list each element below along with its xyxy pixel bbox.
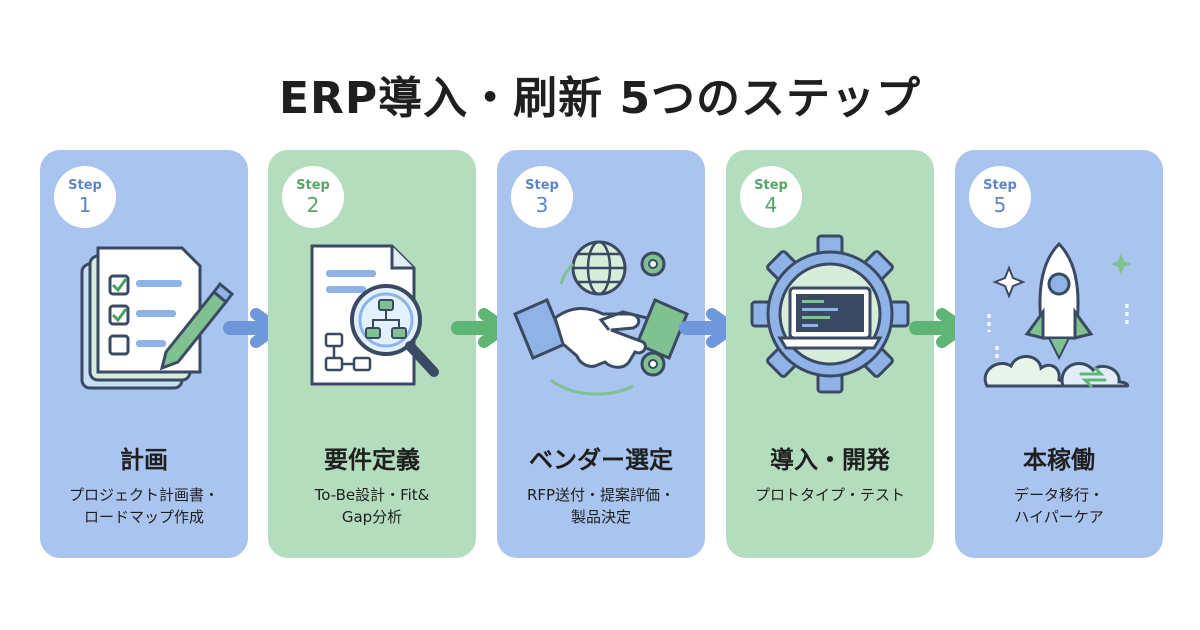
step-card-2: Step 2 要件定義 To-Be設計・Fit&Gap分析 — [268, 150, 476, 558]
step-title: 本稼働 — [1023, 446, 1095, 474]
step-desc-line-1: プロジェクト計画書・ — [68, 486, 219, 504]
step-badge: Step 3 — [511, 166, 573, 228]
step-description: プロジェクト計画書・ロードマップ作成 — [52, 484, 236, 528]
rocket-launch-icon — [983, 241, 1131, 388]
step-number: 2 — [306, 193, 320, 217]
step-number: 3 — [535, 193, 549, 217]
step-number: 5 — [993, 193, 1007, 217]
step-desc-line-2: ハイパーケア — [1014, 508, 1104, 526]
step-desc-line-1: To-Be設計・Fit& — [314, 486, 430, 504]
step-desc-line-1: データ移行・ — [1013, 486, 1104, 504]
step-badge: Step 5 — [969, 166, 1031, 228]
step-label: Step — [983, 178, 1017, 193]
step-title: ベンダー選定 — [529, 446, 673, 474]
step-card-3: Step 3 ベンダー選定 RFP送付・提案評価・製品決定 — [497, 150, 705, 558]
step-badge: Step 4 — [740, 166, 802, 228]
checklist-pencil-icon — [80, 246, 234, 390]
step-card-5: Step 5 本稼働 データ移行・ハイパーケア — [955, 150, 1163, 558]
handshake-globe-icon — [513, 240, 689, 396]
step-description: データ移行・ハイパーケア — [967, 484, 1151, 528]
step-card-1: Step 1 計画 プロジェクト計画書・ロードマップ作成 — [40, 150, 248, 558]
step-badge: Step 2 — [282, 166, 344, 228]
step-card-4: Step 4 導入・開発 プロトタイプ・テスト — [726, 150, 934, 558]
step-number: 4 — [764, 193, 778, 217]
step-label: Step — [525, 178, 559, 193]
step-description: プロトタイプ・テスト — [738, 484, 922, 506]
step-description: RFP送付・提案評価・製品決定 — [509, 484, 693, 528]
gear-laptop-icon — [750, 234, 910, 394]
step-desc-line-2: 製品決定 — [570, 508, 631, 526]
step-description: To-Be設計・Fit&Gap分析 — [280, 484, 464, 528]
page-title: ERP導入・刷新 5つのステップ — [278, 73, 922, 124]
step-title: 要件定義 — [324, 446, 420, 474]
document-magnifier-icon — [310, 244, 439, 386]
step-desc-line-1: プロトタイプ・テスト — [754, 486, 905, 504]
step-label: Step — [754, 178, 788, 193]
step-title: 計画 — [120, 446, 168, 474]
step-desc-line-2: Gap分析 — [341, 508, 403, 526]
step-desc-line-2: ロードマップ作成 — [83, 508, 204, 526]
step-label: Step — [68, 178, 102, 193]
step-badge: Step 1 — [54, 166, 116, 228]
step-number: 1 — [78, 193, 92, 217]
step-label: Step — [296, 178, 330, 193]
step-title: 導入・開発 — [770, 446, 890, 474]
step-desc-line-1: RFP送付・提案評価・ — [526, 486, 676, 504]
